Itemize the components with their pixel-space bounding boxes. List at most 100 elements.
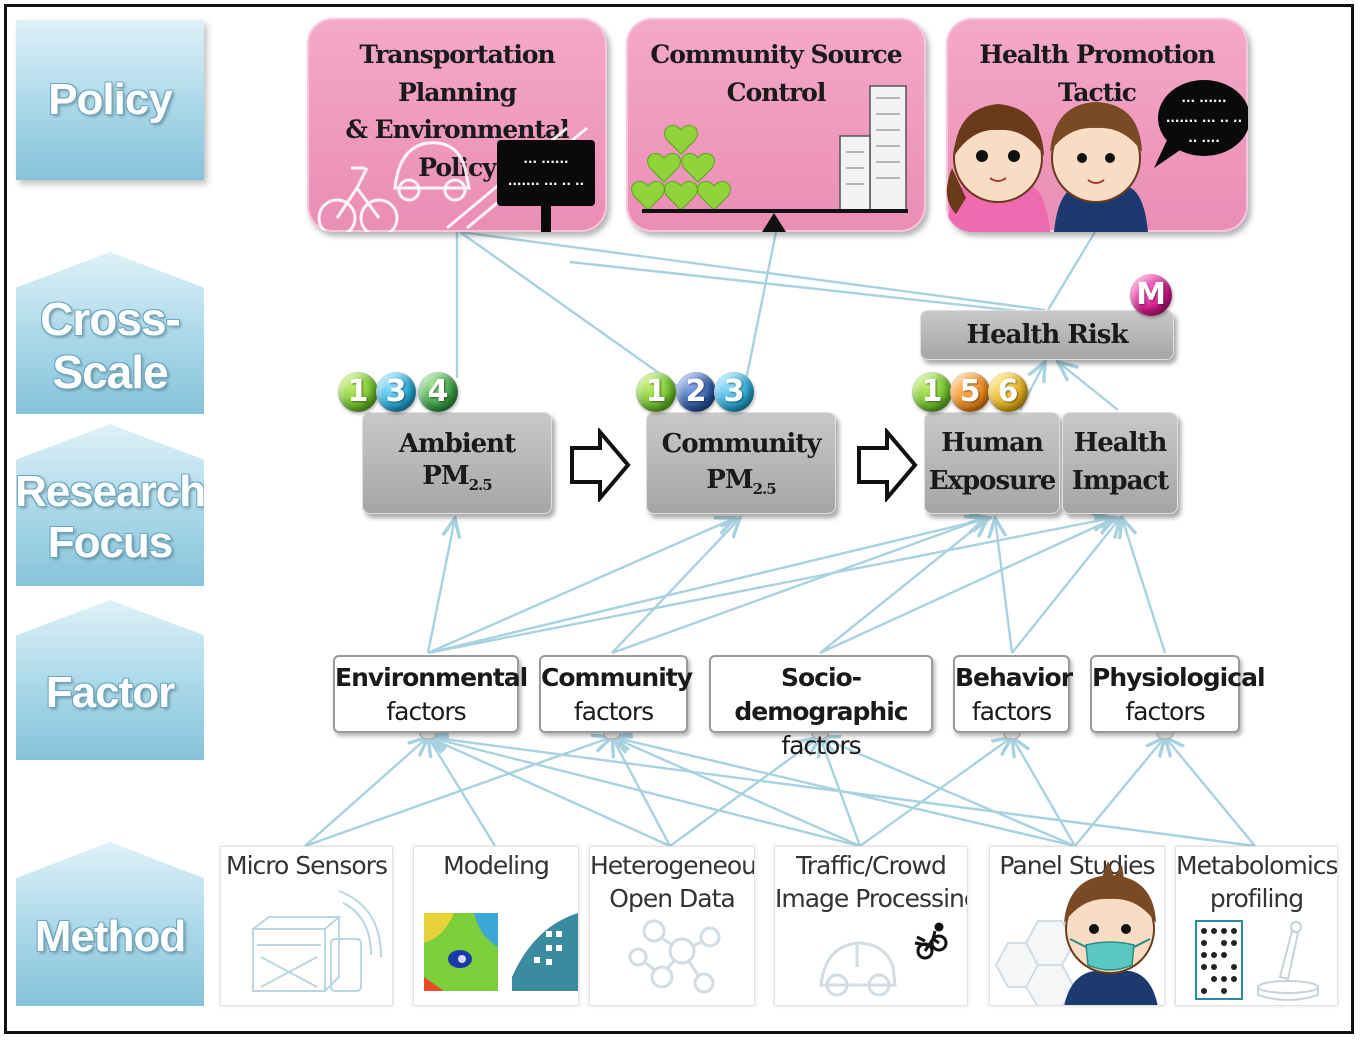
policy-health-title: Health Promotion Tactic <box>946 36 1248 111</box>
tier-policy: Policy <box>16 20 204 180</box>
factor-community-sub: factors <box>573 697 654 726</box>
factor-socio-demographic-sub: factors <box>781 731 861 760</box>
sign-post <box>541 206 551 232</box>
policy-community-source-control: Community Source Control <box>626 18 926 232</box>
balance-hearts-buildings-icon <box>631 85 908 232</box>
speech-bubble-text: ... ...... ....... ... .. .. .. .... <box>1160 88 1248 148</box>
method-micro-sensors-label: Micro Sensors <box>226 851 388 880</box>
factor-environmental-sub: factors <box>386 697 466 726</box>
policy-sign-board: ... ...... ....... ... .. .. <box>497 140 595 206</box>
arrow-right-icon-2 <box>857 428 918 502</box>
method-metabolomics: Metabolomics profiling <box>1175 846 1338 1006</box>
badge-community-3-label: 3 <box>723 374 745 409</box>
badge-m: M <box>1130 274 1172 316</box>
method-modeling-label: Modeling <box>443 851 550 880</box>
badge-exposure-5: 5 <box>950 372 990 412</box>
badge-ambient-3: 3 <box>376 372 416 412</box>
badge-exposure-1: 1 <box>912 372 952 412</box>
factor-physiological-sub: factors <box>1125 697 1205 726</box>
method-metabolomics-label-2: profiling <box>1209 884 1304 913</box>
tier-research-focus: Research Focus <box>16 424 204 586</box>
speech-bubble-line-1: ... ...... <box>1181 91 1227 105</box>
tier-research-focus-label-2: Focus <box>47 518 174 567</box>
ambient-pm-label: Ambient PM <box>398 429 516 491</box>
policy-sign-line-2: ....... ... .. .. <box>507 174 585 188</box>
factor-behavior-sub: factors <box>971 697 1052 726</box>
method-open-data-label-2: Open Data <box>609 884 735 913</box>
badge-community-3: 3 <box>714 372 754 412</box>
children-speech-icon <box>946 80 1248 232</box>
community-pm-subscript: 2.5 <box>752 480 777 499</box>
method-open-data-label-1: Heterogeneous <box>590 851 755 880</box>
factor-socio-demographic: Socio-demographic factors <box>709 655 933 760</box>
tier-policy-label: Policy <box>48 74 173 124</box>
masked-child-icon <box>994 861 1158 1005</box>
badge-ambient-3-label: 3 <box>385 374 407 409</box>
arrow-right-icon <box>570 428 631 502</box>
microplate-pipette-icon <box>1195 920 1319 1001</box>
health-risk-box: Health Risk <box>920 310 1174 360</box>
factor-socio-demographic-title: Socio-demographic <box>734 663 908 726</box>
tier-factor: Factor <box>16 600 204 760</box>
map-model-icon <box>424 913 578 991</box>
method-panel-studies: Panel Studies <box>989 846 1165 1006</box>
health-risk-label: Health Risk <box>966 320 1129 350</box>
human-exposure-line-1: Human <box>941 428 1044 458</box>
badge-community-2: 2 <box>676 372 716 412</box>
badge-community-1: 1 <box>636 372 676 412</box>
tier-method: Method <box>16 842 204 1006</box>
speech-bubble-line-3: .. .... <box>1188 131 1220 145</box>
badge-ambient-4-label: 4 <box>427 374 449 409</box>
tier-method-label: Method <box>34 911 186 961</box>
car-cyclist-icon <box>819 922 948 997</box>
factor-behavior-title: Behavior <box>955 663 1073 692</box>
policy-community-title-line-2: Control <box>726 77 827 107</box>
badge-exposure-1-label: 1 <box>921 374 943 409</box>
policy-transportation-title: Transportation Planning & Environmental … <box>307 36 607 186</box>
factor-community-title: Community <box>541 663 693 692</box>
policy-health-promotion: Health Promotion Tactic ... ...... .....… <box>946 18 1248 232</box>
factor-physiological: Physiological factors <box>1090 655 1266 733</box>
network-nodes-icon <box>628 919 721 994</box>
tier-factor-label: Factor <box>45 667 175 717</box>
factor-environmental: Environmental factors <box>333 655 528 733</box>
tier-research-focus-label-1: Research <box>14 467 206 517</box>
ambient-pm-box: Ambient PM2.5 <box>362 412 552 514</box>
method-traffic-crowd-image: Traffic/Crowd Image Processing <box>774 846 968 1006</box>
badge-ambient-4: 4 <box>418 372 458 412</box>
method-micro-sensors: Micro Sensors <box>220 846 393 1006</box>
policy-health-title-line-1: Health Promotion Tactic <box>979 40 1215 107</box>
factor-behavior: Behavior factors <box>953 655 1073 733</box>
badge-community-1-label: 1 <box>645 374 667 409</box>
policy-sign-line-1: ... ...... <box>523 152 569 166</box>
community-pm-label-pm: PM <box>706 465 753 495</box>
ambient-pm-subscript: 2.5 <box>468 476 493 495</box>
badge-ambient-1-label: 1 <box>347 374 369 409</box>
method-heterogeneous-open-data: Heterogeneous Open Data <box>589 846 755 1006</box>
factor-environmental-title: Environmental <box>335 663 528 692</box>
policy-community-title: Community Source Control <box>626 36 926 111</box>
method-traffic-label-1: Traffic/Crowd <box>796 851 947 880</box>
health-impact-line-2: Impact <box>1071 466 1170 496</box>
community-pm-label-line-2: PM2.5 <box>646 462 836 507</box>
factor-community: Community factors <box>539 655 693 733</box>
policy-transportation: Transportation Planning & Environmental … <box>307 18 607 232</box>
badge-m-label: M <box>1136 277 1166 312</box>
badge-exposure-5-label: 5 <box>959 374 981 409</box>
human-exposure-line-2: Exposure <box>928 466 1057 496</box>
factor-physiological-title: Physiological <box>1092 663 1266 692</box>
human-exposure-box: Human Exposure <box>924 412 1060 514</box>
method-modeling: Modeling <box>413 846 579 1006</box>
badge-ambient-1: 1 <box>338 372 378 412</box>
badge-exposure-6-label: 6 <box>997 374 1019 409</box>
method-traffic-label-2: Image Processing <box>775 884 968 913</box>
method-panel-studies-label: Panel Studies <box>999 851 1155 880</box>
tier-cross-scale: Cross- Scale <box>16 252 204 414</box>
policy-transportation-title-line-2: & Environmental Policy <box>345 115 569 182</box>
health-impact-box: Health Impact <box>1062 412 1178 514</box>
speech-bubble-line-2: ....... ... .. .. <box>1165 111 1243 125</box>
community-pm-label-line-1: Community <box>661 429 822 459</box>
community-pm-box: Community PM2.5 <box>646 412 836 514</box>
sensor-device-icon <box>252 890 382 992</box>
